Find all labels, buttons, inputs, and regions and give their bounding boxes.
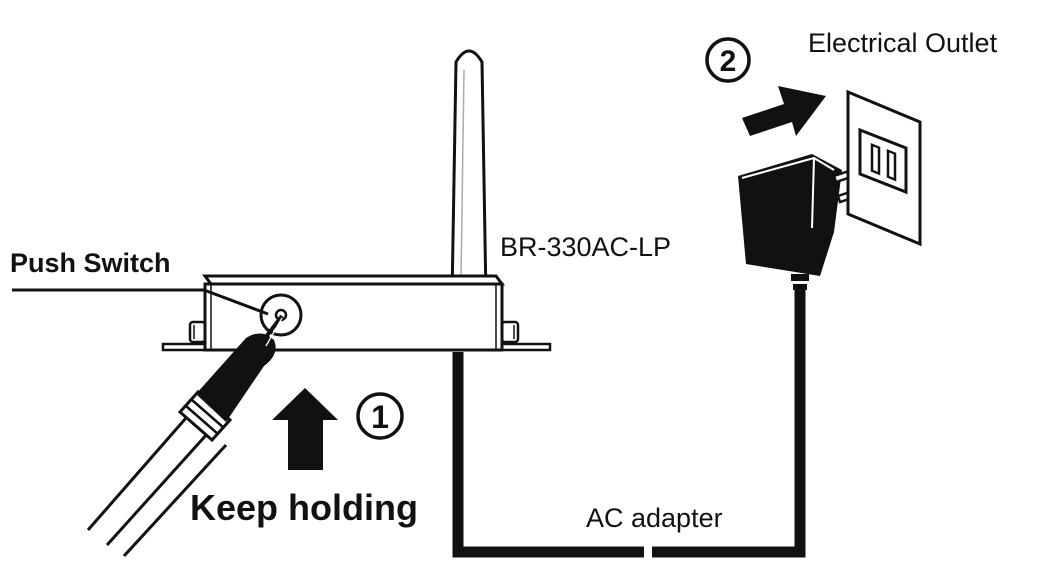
step-1-badge: 1 (356, 392, 404, 440)
electrical-outlet-label: Electrical Outlet (808, 28, 998, 58)
step-1-number: 1 (371, 399, 389, 435)
keep-holding-label: Keep holding (190, 487, 418, 528)
push-switch-leader-line (12, 288, 269, 316)
electrical-outlet (846, 89, 922, 247)
device-model-label: BR-330AC-LP (500, 232, 671, 262)
left-knob (188, 320, 207, 344)
right-knob (500, 320, 520, 344)
ac-adapter-block (738, 154, 866, 276)
right-flange (496, 342, 552, 352)
push-switch-label: Push Switch (10, 248, 171, 278)
step-2-number: 2 (720, 45, 737, 78)
left-flange (161, 342, 211, 352)
router-device (161, 274, 552, 352)
step-2-badge: 2 (705, 37, 751, 83)
up-arrow (272, 388, 338, 470)
ac-adapter-label: AC adapter (586, 503, 723, 533)
right-arrow (742, 86, 826, 136)
ac-adapter-cable (452, 274, 809, 558)
pen-stylus (86, 314, 284, 558)
